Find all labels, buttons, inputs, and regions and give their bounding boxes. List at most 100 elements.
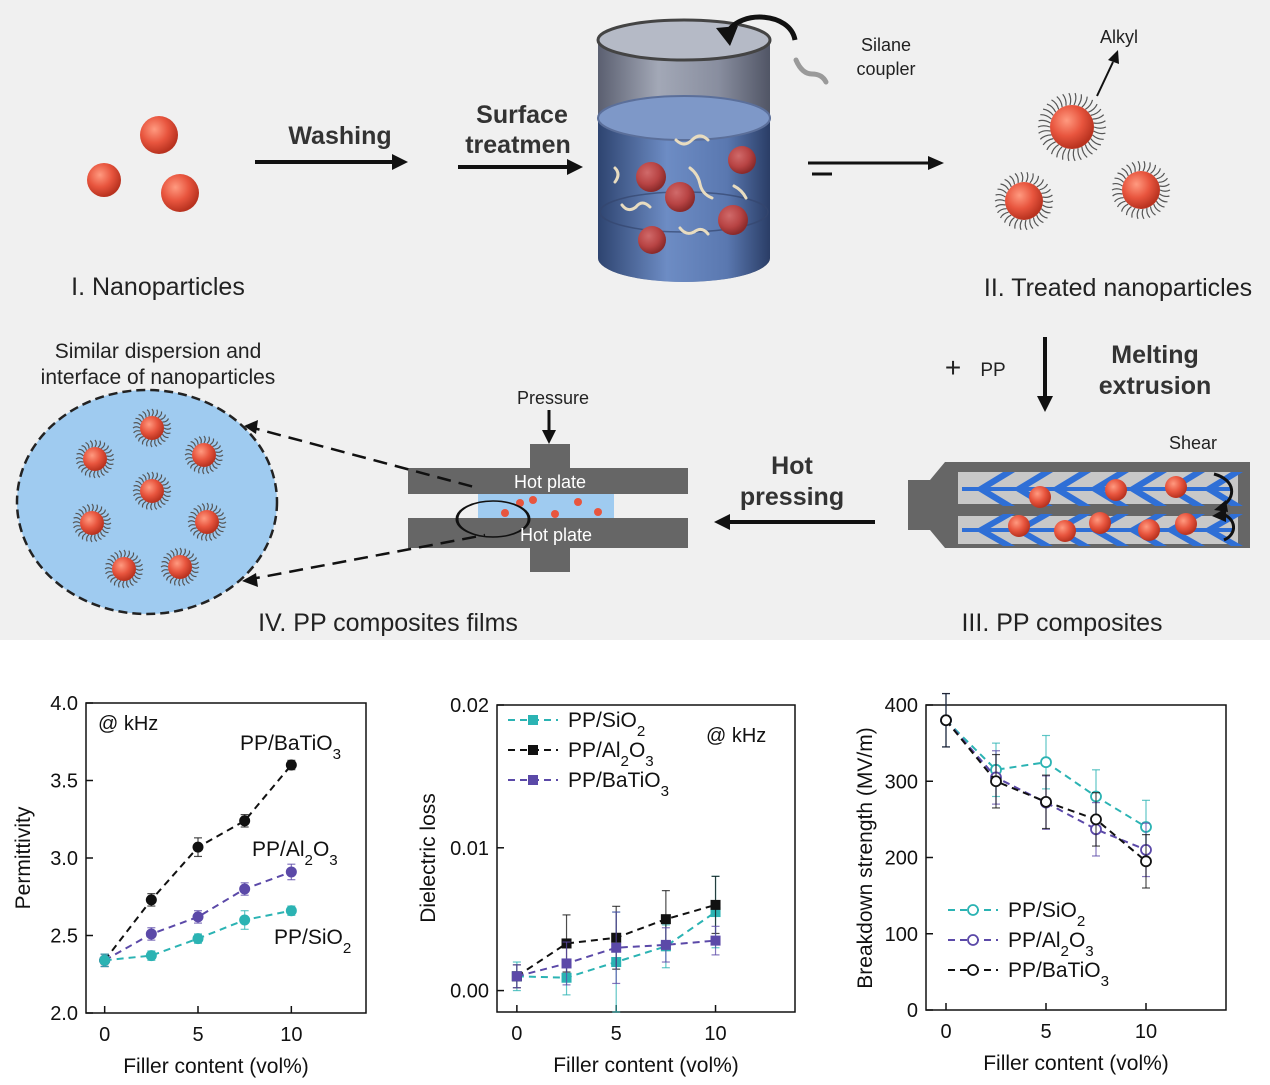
- alkyl-chain: [187, 444, 195, 450]
- alkyl-chain: [73, 525, 81, 529]
- alkyl-chain: [184, 453, 193, 456]
- alkyl-chain: [104, 567, 113, 570]
- alkyl-chain: [1014, 218, 1019, 229]
- alkyl-chain: [1117, 172, 1127, 180]
- y-tick-label: 2.0: [50, 1003, 78, 1025]
- alkyl-chain: [198, 466, 202, 474]
- arrow-head: [242, 573, 258, 587]
- alkyl-chain: [182, 548, 186, 556]
- alkyl-chain: [163, 430, 171, 434]
- nanoparticle: [1005, 182, 1043, 220]
- treated-nanoparticles: [994, 92, 1171, 231]
- alkyl-chain: [81, 532, 87, 540]
- label-melting: Melting: [1111, 341, 1199, 369]
- nanoparticle: [87, 163, 121, 197]
- alkyl-chain: [1024, 219, 1028, 231]
- data-point: [192, 911, 204, 923]
- legend-marker: [528, 775, 538, 785]
- alkyl-chain: [215, 449, 223, 453]
- alkyl-chain: [1056, 146, 1063, 158]
- alkyl-chain: [146, 472, 150, 480]
- alkyl-chain: [163, 556, 171, 562]
- data-point: [285, 866, 297, 878]
- x-tick-label: 0: [940, 1021, 951, 1043]
- alkyl-chain: [106, 574, 114, 579]
- alkyl-chain: [1081, 96, 1088, 108]
- data-point: [239, 914, 251, 926]
- label-pressure: Pressure: [517, 388, 589, 408]
- alkyl-chain: [129, 579, 134, 587]
- alkyl-chain: [997, 208, 1007, 214]
- alkyl-chain: [133, 422, 141, 426]
- label-treatmen: treatmen: [465, 131, 571, 159]
- nanoparticle: [638, 226, 666, 254]
- alkyl-chain: [1073, 92, 1077, 106]
- alkyl-chain: [1061, 147, 1067, 160]
- alkyl-chain: [1040, 114, 1052, 120]
- alkyl-chain: [1072, 148, 1076, 162]
- alkyl-chain: [209, 533, 213, 541]
- alkyl-chain: [1000, 183, 1010, 191]
- plot-frame: [496, 704, 796, 1013]
- alkyl-chain: [1153, 203, 1161, 213]
- alkyl-chain: [86, 504, 90, 512]
- alkyl-chain: [78, 448, 86, 454]
- alkyl-chain: [132, 489, 141, 492]
- alkyl-chain: [1029, 219, 1034, 230]
- alkyl-chain: [189, 527, 197, 532]
- alkyl-chain: [85, 441, 90, 449]
- label-alkyl: Alkyl: [1100, 27, 1138, 47]
- label-pp-composites: III. PP composites: [961, 609, 1162, 637]
- alkyl-chain: [1043, 108, 1054, 116]
- alkyl-chain: [151, 408, 154, 417]
- nanoparticle: [1105, 479, 1127, 501]
- alkyl-chain: [97, 533, 102, 541]
- alkyl-chain: [134, 496, 142, 501]
- x-tick-label: 10: [1135, 1021, 1157, 1043]
- alkyl-chain: [134, 559, 142, 564]
- alkyl-chain: [188, 516, 196, 520]
- x-tick-label: 5: [192, 1024, 203, 1046]
- label-hot-plate-top: Hot plate: [514, 472, 586, 492]
- y-tick-label: 0.01: [450, 838, 489, 860]
- y-axis-label: Breakdown strength (MV/m): [854, 727, 877, 988]
- alkyl-chain: [1068, 92, 1072, 106]
- alkyl-chain: [154, 409, 158, 417]
- label-part: PP/BaTiO: [1008, 959, 1101, 982]
- alkyl-pointer: [1096, 61, 1114, 97]
- alkyl-chain: [1114, 197, 1124, 203]
- alkyl-chain: [193, 464, 199, 472]
- alkyl-chain: [132, 555, 138, 562]
- alkyl-chain: [1088, 103, 1098, 113]
- x-axis-label: Filler content (vol%): [983, 1052, 1169, 1075]
- stirring-arrow: [725, 14, 798, 41]
- alkyl-chain: [1067, 148, 1071, 162]
- alkyl-chain: [182, 578, 186, 586]
- subscript: 2: [343, 940, 351, 957]
- arrow-head: [1108, 50, 1119, 64]
- label-part: PP/BaTiO: [568, 769, 661, 792]
- y-tick-label: 4.0: [50, 693, 78, 715]
- alkyl-chain: [81, 445, 88, 451]
- alkyl-chain: [151, 471, 154, 480]
- alkyl-chain: [1084, 144, 1093, 155]
- y-axis-label: Dielectric loss: [417, 793, 440, 923]
- legend-marker: [967, 904, 979, 916]
- subscript: 3: [333, 746, 341, 763]
- alkyl-chain: [1121, 167, 1129, 177]
- series-line: [104, 871, 292, 962]
- legend-label: PP/SiO2: [1008, 899, 1085, 930]
- alkyl-chain: [169, 576, 175, 584]
- label-washing: Washing: [288, 122, 391, 150]
- x-axis-label: Filler content (vol%): [123, 1055, 309, 1078]
- alkyl-chain: [84, 468, 90, 476]
- alkyl-chain: [157, 438, 162, 446]
- alkyl-chain: [1136, 208, 1140, 220]
- alkyl-chain: [74, 528, 82, 533]
- y-tick-label: 0: [907, 1000, 918, 1022]
- data-point: [940, 714, 952, 727]
- alkyl-chain: [1062, 93, 1067, 106]
- data-point: [239, 883, 251, 895]
- legend-label: PP/Al2O3: [568, 739, 654, 770]
- alkyl-chain: [1084, 99, 1094, 110]
